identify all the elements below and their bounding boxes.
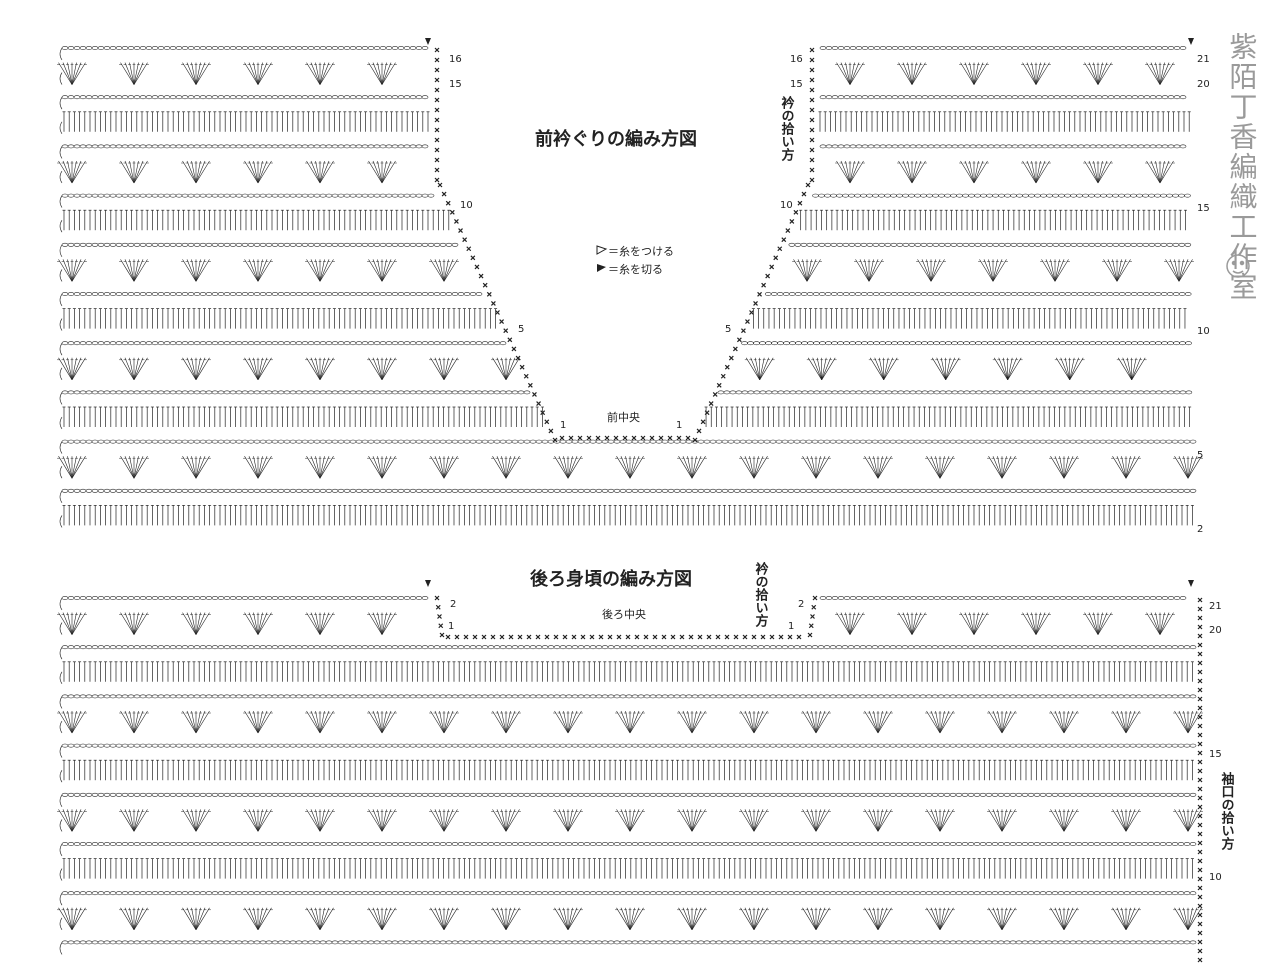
back-outer-row-number: 20 [1209, 625, 1222, 636]
back-left-mark: 2 [450, 599, 456, 610]
front-left-row-number: 15 [449, 79, 462, 90]
front-right-arrow-mark: 1 [676, 420, 682, 431]
cut-yarn-icon [597, 264, 606, 272]
front-outer-row-number: 5 [1197, 450, 1203, 461]
front-left-row-number: 5 [518, 324, 524, 335]
back-center-label: 後ろ中央 [602, 607, 646, 621]
front-inner-row-number: 5 [725, 324, 731, 335]
back-left-mark: 1 [448, 621, 454, 632]
front-left-arrow-mark: 1 [560, 420, 566, 431]
front-outer-row-number: 10 [1197, 326, 1210, 337]
back-right-mark: 2 [798, 599, 804, 610]
back-chart-title: 後ろ身頃の編み方図 [530, 568, 692, 590]
front-outer-row-number: 15 [1197, 203, 1210, 214]
front-outer-row-number: 20 [1197, 79, 1210, 90]
back-outer-row-number: 15 [1209, 749, 1222, 760]
front-chart-title: 前衿ぐりの編み方図 [535, 128, 697, 150]
front-left-row-number: 10 [460, 200, 473, 211]
back-outer-row-number: 21 [1209, 601, 1222, 612]
front-outer-row-number: 21 [1197, 54, 1210, 65]
sleeve-pickup-label: 袖口の拾い方 [1219, 771, 1235, 851]
watermark-logo-icon [1226, 254, 1250, 278]
back-right-mark: 1 [788, 621, 794, 632]
stitch-pattern-grid [57, 38, 1203, 963]
front-outer-row-number: 2 [1197, 524, 1203, 535]
front-inner-row-number: 15 [790, 79, 803, 90]
front-collar-pickup-label: 衿の拾い方 [779, 95, 795, 162]
legend-attach-yarn: ＝糸をつける [608, 245, 674, 258]
front-inner-row-number: 10 [780, 200, 793, 211]
back-collar-pickup-label: 衿の拾い方 [753, 561, 769, 628]
front-inner-row-number: 16 [790, 54, 803, 65]
back-outer-row-number: 10 [1209, 872, 1222, 883]
legend-cut-yarn: ＝糸を切る [608, 263, 663, 276]
front-left-row-number: 16 [449, 54, 462, 65]
attach-yarn-icon [596, 245, 608, 255]
front-center-label: 前中央 [607, 410, 640, 424]
